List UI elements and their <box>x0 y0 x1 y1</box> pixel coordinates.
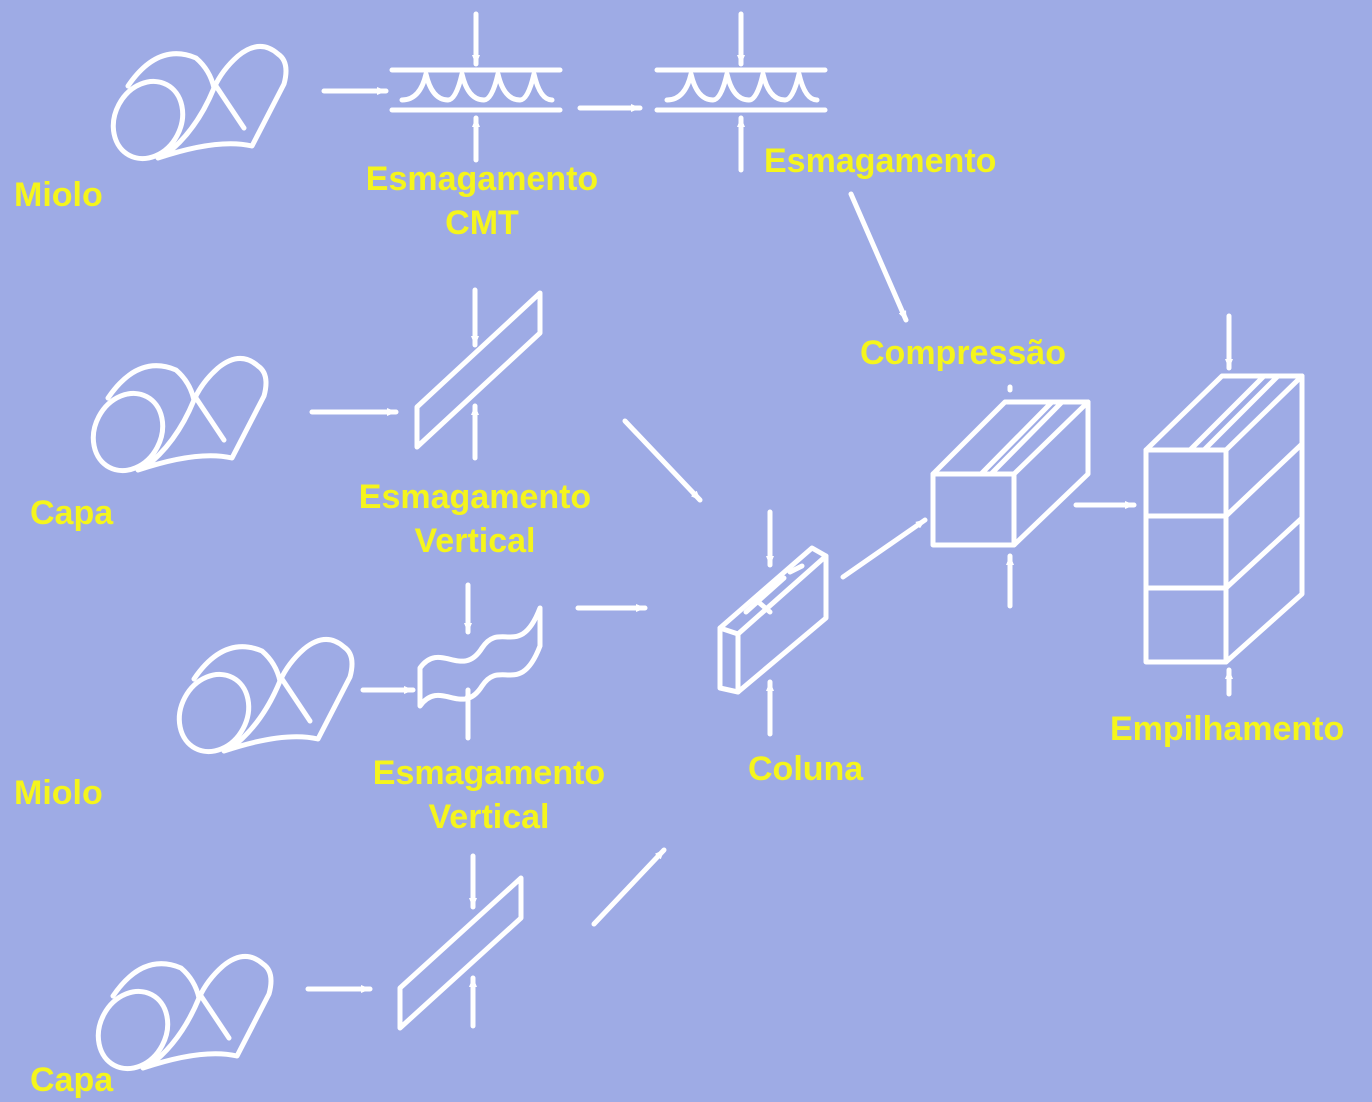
arrow-flat-to-compression <box>848 191 909 323</box>
roll-icon-miolo-top <box>100 46 286 170</box>
label-compression: Compressão <box>860 334 1066 372</box>
label-capa-1: Capa <box>30 494 114 532</box>
box-icon <box>930 384 1091 609</box>
label-miolo-top: Miolo <box>14 176 103 214</box>
arrow-ect1-to-column <box>622 418 703 503</box>
column-specimen-icon <box>717 509 829 737</box>
flat-crush-specimen-icon <box>654 11 828 173</box>
label-flat-crush: Esmagamento <box>764 142 997 180</box>
label-cmt-line2: CMT <box>445 204 519 242</box>
label-capa-2: Capa <box>30 1061 114 1099</box>
label-ect2-line1: Esmagamento <box>372 754 606 792</box>
arrow-ect2-to-column <box>591 847 667 927</box>
ect-specimen-icon-1 <box>414 287 543 461</box>
flute-specimen-icon <box>417 582 543 741</box>
stack-icon <box>1143 313 1305 697</box>
label-ect2-line2: Vertical <box>428 798 550 836</box>
label-cmt-line1: Esmagamento <box>365 160 599 198</box>
label-ect1-line2: Vertical <box>414 522 536 560</box>
roll-icon-capa-1 <box>80 358 266 482</box>
ect-specimen-icon-2 <box>397 853 524 1031</box>
arrow-column-to-compression <box>840 517 928 580</box>
label-stacking: Empilhamento <box>1110 710 1345 748</box>
label-miolo-bottom: Miolo <box>14 774 103 812</box>
label-column: Coluna <box>748 750 864 788</box>
cmt-specimen-icon <box>389 11 563 163</box>
label-ect1-line1: Esmagamento <box>358 478 592 516</box>
roll-icon-miolo-bottom <box>166 639 352 763</box>
